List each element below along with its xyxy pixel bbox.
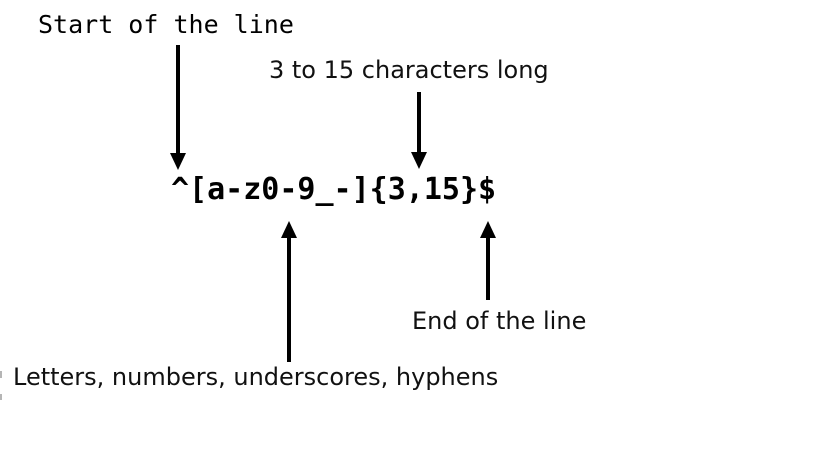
arrow-stem (176, 45, 180, 157)
annotation-length: 3 to 15 characters long (269, 56, 549, 84)
arrow-head (480, 221, 496, 238)
annotation-character-set: Letters, numbers, underscores, hyphens (13, 363, 499, 391)
arrow-stem (486, 234, 490, 300)
annotation-start-of-line: Start of the line (38, 10, 294, 39)
left-edge-artifact (0, 394, 2, 400)
arrow-up-end-of-line-icon (480, 221, 496, 300)
arrow-stem (287, 234, 291, 362)
arrow-up-character-set-icon (281, 221, 297, 362)
regex-pattern-text: ^[a-z0-9_-]{3,15}$ (171, 172, 497, 207)
arrow-head (281, 221, 297, 238)
annotation-end-of-line: End of the line (412, 307, 587, 335)
arrow-stem (417, 92, 421, 156)
arrow-head (170, 153, 186, 170)
arrow-head (411, 152, 427, 169)
arrow-down-length-icon (411, 92, 427, 169)
arrow-down-start-of-line-icon (170, 45, 186, 170)
left-edge-artifact (0, 371, 2, 378)
